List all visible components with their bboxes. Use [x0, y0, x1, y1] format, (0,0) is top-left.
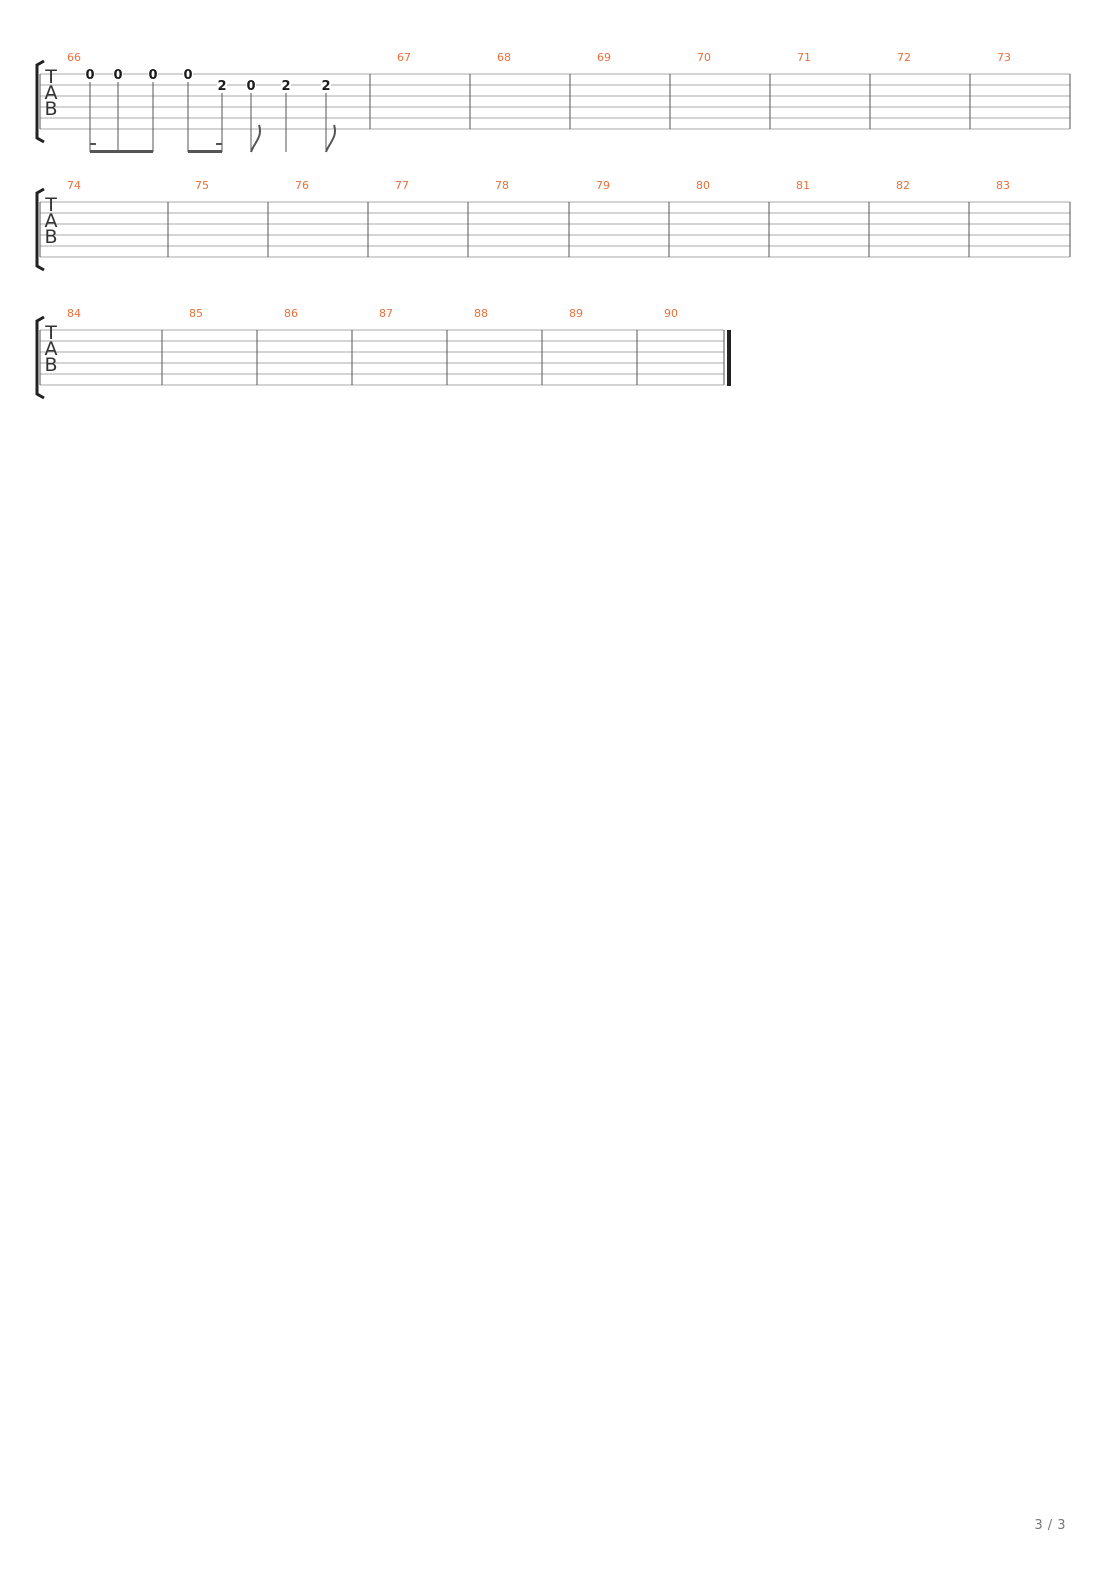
- measure-number: 89: [569, 307, 583, 320]
- tab-clef-letter: A: [45, 210, 58, 232]
- measure-number: 88: [474, 307, 488, 320]
- measure-number: 80: [696, 179, 710, 192]
- fret-number: 2: [281, 79, 290, 94]
- measure-number: 70: [697, 51, 711, 64]
- tab-clef-letter: B: [44, 354, 57, 376]
- measure-number: 71: [797, 51, 811, 64]
- measure-number: 79: [596, 179, 610, 192]
- tab-clef-letter: B: [44, 226, 57, 248]
- measure-number: 86: [284, 307, 298, 320]
- tab-clef-letter: A: [45, 338, 58, 360]
- measure-number: 90: [664, 307, 678, 320]
- note-flag: [325, 124, 336, 153]
- tab-clef-letter: T: [44, 66, 57, 88]
- fret-mask: [321, 78, 331, 92]
- measure-number: 66: [67, 51, 81, 64]
- measure-number: 72: [897, 51, 911, 64]
- system-bracket: [35, 187, 45, 272]
- secondary-beam-stub: [216, 143, 222, 145]
- tab-clef-letter: A: [45, 82, 58, 104]
- measure-number: 84: [67, 307, 81, 320]
- secondary-beam-stub: [90, 143, 96, 145]
- measure-number: 81: [796, 179, 810, 192]
- fret-mask: [85, 67, 95, 81]
- beam: [188, 150, 222, 153]
- measure-number: 85: [189, 307, 203, 320]
- measure-number: 75: [195, 179, 209, 192]
- measure-number: 83: [996, 179, 1010, 192]
- tab-clef-letter: T: [44, 322, 57, 344]
- beam: [90, 150, 153, 153]
- fret-number: 0: [183, 68, 192, 83]
- fret-number: 0: [148, 68, 157, 83]
- final-barline-thick: [727, 330, 731, 386]
- tab-clef-letter: B: [44, 98, 57, 120]
- fret-number: 0: [113, 68, 122, 83]
- measure-number: 68: [497, 51, 511, 64]
- measure-number: 82: [896, 179, 910, 192]
- measure-number: 77: [395, 179, 409, 192]
- fret-mask: [246, 78, 256, 92]
- measure-number: 73: [997, 51, 1011, 64]
- page-number: 3 / 3: [1034, 1518, 1066, 1533]
- measure-number: 87: [379, 307, 393, 320]
- fret-number: 0: [246, 79, 255, 94]
- fret-mask: [281, 78, 291, 92]
- fret-mask: [148, 67, 158, 81]
- fret-mask: [183, 67, 193, 81]
- tab-clef-letter: T: [44, 194, 57, 216]
- measure-number: 67: [397, 51, 411, 64]
- measure-number: 76: [295, 179, 309, 192]
- note-flag: [250, 124, 261, 153]
- measure-number: 74: [67, 179, 81, 192]
- system-bracket: [35, 59, 45, 144]
- fret-mask: [217, 78, 227, 92]
- fret-number: 0: [85, 68, 94, 83]
- measure-number: 69: [597, 51, 611, 64]
- fret-number: 2: [217, 79, 226, 94]
- fret-mask: [113, 67, 123, 81]
- measure-number: 78: [495, 179, 509, 192]
- system-bracket: [35, 315, 45, 400]
- fret-number: 2: [321, 79, 330, 94]
